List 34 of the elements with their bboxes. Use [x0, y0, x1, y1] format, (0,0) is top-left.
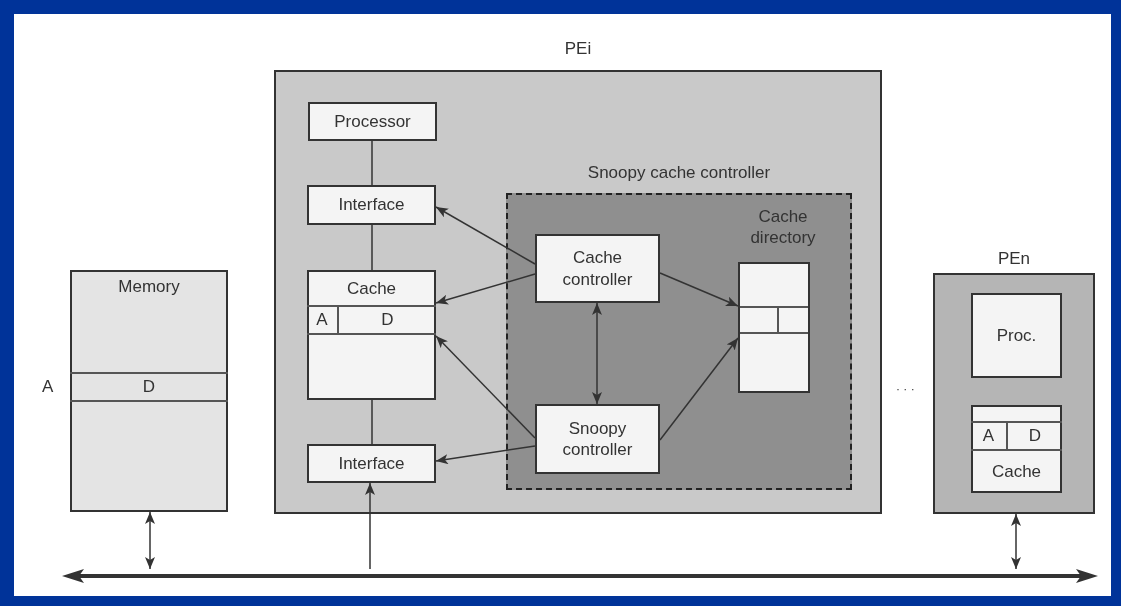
data-field-label: D	[142, 376, 156, 399]
memory-label: Memory	[118, 276, 180, 298]
arrow	[659, 272, 739, 307]
interface-box: Interface	[307, 185, 436, 225]
address-label: A	[42, 376, 54, 398]
processor-box: Processor	[308, 102, 437, 141]
connector-line	[371, 399, 373, 445]
arrow	[435, 445, 536, 465]
arrow	[435, 273, 536, 305]
arrow	[1011, 513, 1021, 570]
cache-label: Cache	[346, 277, 397, 300]
controller-box: Cache controller	[535, 234, 660, 303]
group-heading: Snoopy cache controller	[587, 162, 771, 184]
data-field-label: D	[1028, 425, 1042, 448]
address-field-label: A	[316, 309, 328, 332]
controller-box: Snoopy controller	[535, 404, 660, 474]
arrow	[145, 511, 155, 570]
interface-box: Interface	[307, 444, 436, 483]
arrow	[435, 335, 536, 439]
address-field-label: A	[982, 425, 995, 448]
group-heading: PEi	[564, 38, 592, 60]
arrow	[365, 482, 375, 570]
connector-line	[371, 224, 373, 271]
directory-heading: Cache directory	[749, 206, 817, 249]
processor-box: Proc.	[971, 293, 1062, 378]
cache-label: Cache	[991, 461, 1042, 484]
arrow	[659, 337, 739, 441]
arrow	[435, 206, 536, 265]
bus-arrow	[62, 569, 1098, 583]
ellipsis-label: · · ·	[896, 381, 915, 398]
group-heading: PEn	[997, 248, 1031, 270]
connector-line	[371, 140, 373, 186]
data-field-label: D	[381, 309, 394, 332]
arrow	[592, 302, 602, 405]
